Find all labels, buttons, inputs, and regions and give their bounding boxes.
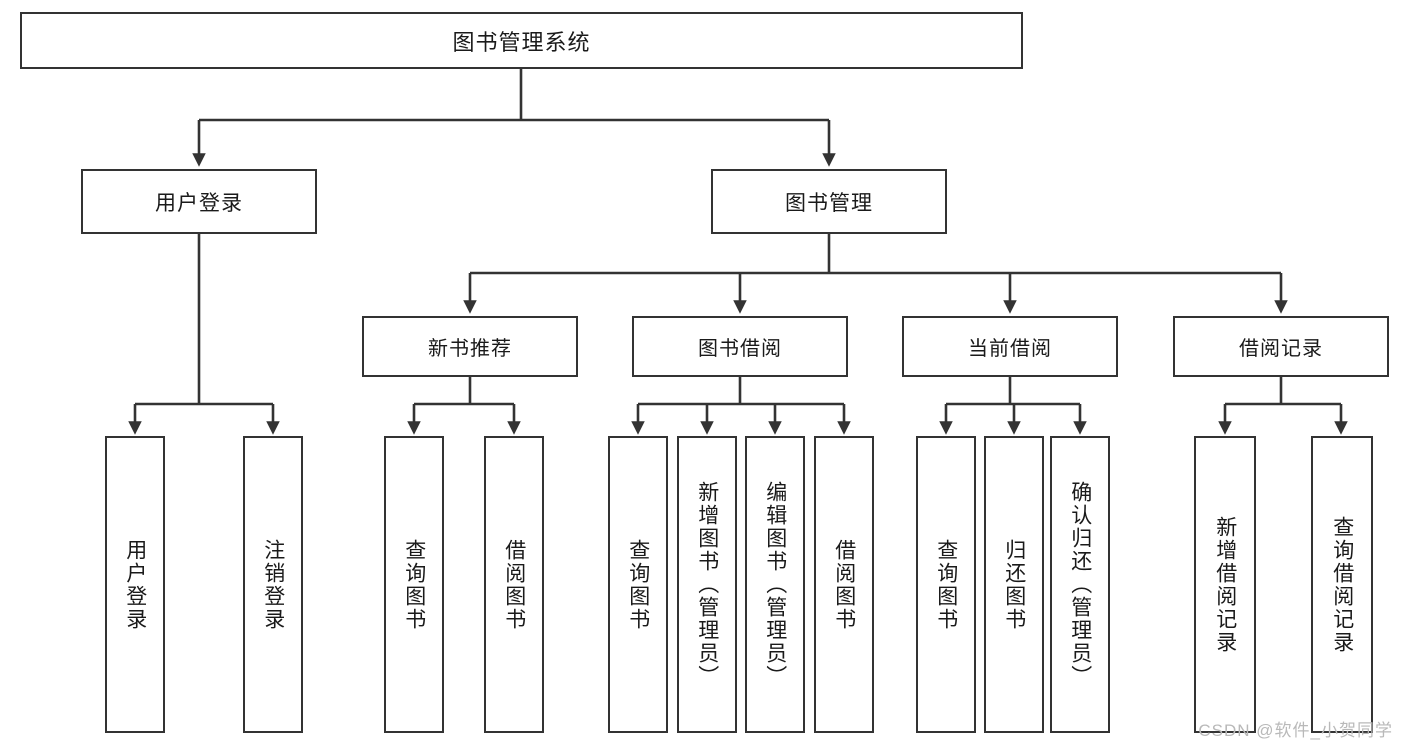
node-label: 编辑图书（管理员） (763, 481, 787, 688)
leaf-edit-book-admin[interactable]: 编辑图书（管理员） (745, 436, 805, 733)
node-book-management[interactable]: 图书管理 (711, 169, 947, 234)
node-borrow-record[interactable]: 借阅记录 (1173, 316, 1389, 377)
node-label: 查询图书 (402, 538, 426, 631)
leaf-add-borrow-record[interactable]: 新增借阅记录 (1194, 436, 1256, 733)
node-label: 用户登录 (155, 191, 243, 215)
node-user-login[interactable]: 用户登录 (81, 169, 317, 234)
leaf-query-book-recommend[interactable]: 查询图书 (384, 436, 444, 733)
leaf-borrow-book-recommend[interactable]: 借阅图书 (484, 436, 544, 733)
leaf-add-book-admin[interactable]: 新增图书（管理员） (677, 436, 737, 733)
node-label: 图书借阅 (698, 338, 782, 360)
node-new-book-recommend[interactable]: 新书推荐 (362, 316, 578, 377)
node-label: 借阅图书 (832, 538, 856, 631)
leaf-query-borrow-record[interactable]: 查询借阅记录 (1311, 436, 1373, 733)
node-root-system[interactable]: 图书管理系统 (20, 12, 1023, 69)
leaf-logout[interactable]: 注销登录 (243, 436, 303, 733)
node-label: 图书管理 (785, 191, 873, 215)
node-label: 查询图书 (934, 538, 958, 631)
leaf-query-book-current[interactable]: 查询图书 (916, 436, 976, 733)
node-label: 新书推荐 (428, 338, 512, 360)
node-label: 借阅图书 (502, 538, 526, 631)
leaf-query-book-borrow[interactable]: 查询图书 (608, 436, 668, 733)
node-book-borrow[interactable]: 图书借阅 (632, 316, 848, 377)
node-label: 注销登录 (261, 538, 285, 631)
node-label: 借阅记录 (1239, 338, 1323, 360)
node-label: 新增借阅记录 (1213, 515, 1237, 654)
leaf-user-login[interactable]: 用户登录 (105, 436, 165, 733)
node-label: 归还图书 (1002, 538, 1026, 631)
node-label: 图书管理系统 (452, 29, 591, 55)
node-current-borrow[interactable]: 当前借阅 (902, 316, 1118, 377)
node-label: 确认归还（管理员） (1068, 481, 1092, 688)
node-label: 新增图书（管理员） (695, 481, 719, 688)
node-label: 当前借阅 (968, 338, 1052, 360)
leaf-return-book[interactable]: 归还图书 (984, 436, 1044, 733)
node-label: 查询图书 (626, 538, 650, 631)
node-label: 用户登录 (123, 538, 147, 631)
leaf-confirm-return-admin[interactable]: 确认归还（管理员） (1050, 436, 1110, 733)
node-label: 查询借阅记录 (1330, 515, 1354, 654)
leaf-borrow-book[interactable]: 借阅图书 (814, 436, 874, 733)
